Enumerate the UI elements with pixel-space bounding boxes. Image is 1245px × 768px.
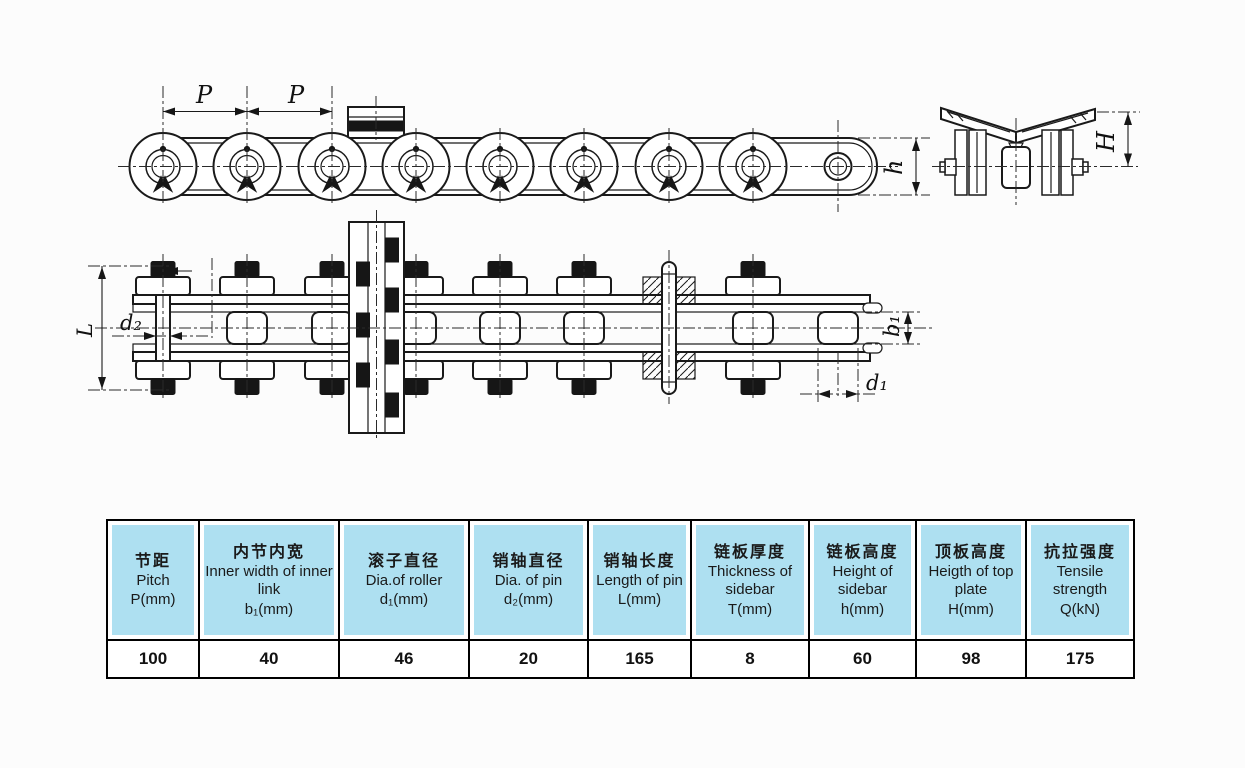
dimension-sidebar-thickness bbox=[166, 267, 192, 275]
dimension-pin-length: L bbox=[73, 265, 170, 391]
plan-view: L d₂ b₁ bbox=[73, 210, 935, 440]
spec-value-tensile: 175 bbox=[1025, 641, 1133, 677]
dimension-inner-width: b₁ bbox=[860, 311, 922, 345]
pin-length-label: L bbox=[73, 323, 97, 338]
spec-value-pin-length: 165 bbox=[587, 641, 690, 677]
pin-dia-label: d₂ bbox=[120, 311, 142, 335]
pitch-label-1: P bbox=[195, 81, 213, 109]
inner-width-label: b₁ bbox=[880, 315, 904, 337]
spec-value-top-plate: 98 bbox=[915, 641, 1025, 677]
spec-value-thickness: 8 bbox=[690, 641, 808, 677]
cross-section-view: H bbox=[932, 106, 1140, 205]
dimension-sidebar-height: h bbox=[858, 137, 930, 196]
spec-value-inner-width: 40 bbox=[198, 641, 338, 677]
dimension-roller-dia: d₁ bbox=[800, 348, 888, 404]
spec-value-sidebar-height: 60 bbox=[808, 641, 915, 677]
spec-value-pitch: 100 bbox=[108, 641, 198, 677]
dimension-top-plate-height: H bbox=[1092, 111, 1140, 167]
side-view: P P h bbox=[118, 81, 930, 212]
roller-dia-label: d₁ bbox=[866, 371, 888, 395]
spec-value-pin-dia: 20 bbox=[468, 641, 587, 677]
dimension-pitch: P P bbox=[163, 81, 332, 116]
pitch-label-2: P bbox=[287, 81, 305, 109]
sidebar-height-label: h bbox=[880, 160, 908, 175]
spec-value-roller-dia: 46 bbox=[338, 641, 468, 677]
top-plate-height-label: H bbox=[1092, 130, 1120, 153]
engineering-drawing: P P h bbox=[73, 81, 1140, 440]
dimension-pin-dia: d₂ bbox=[112, 311, 210, 340]
